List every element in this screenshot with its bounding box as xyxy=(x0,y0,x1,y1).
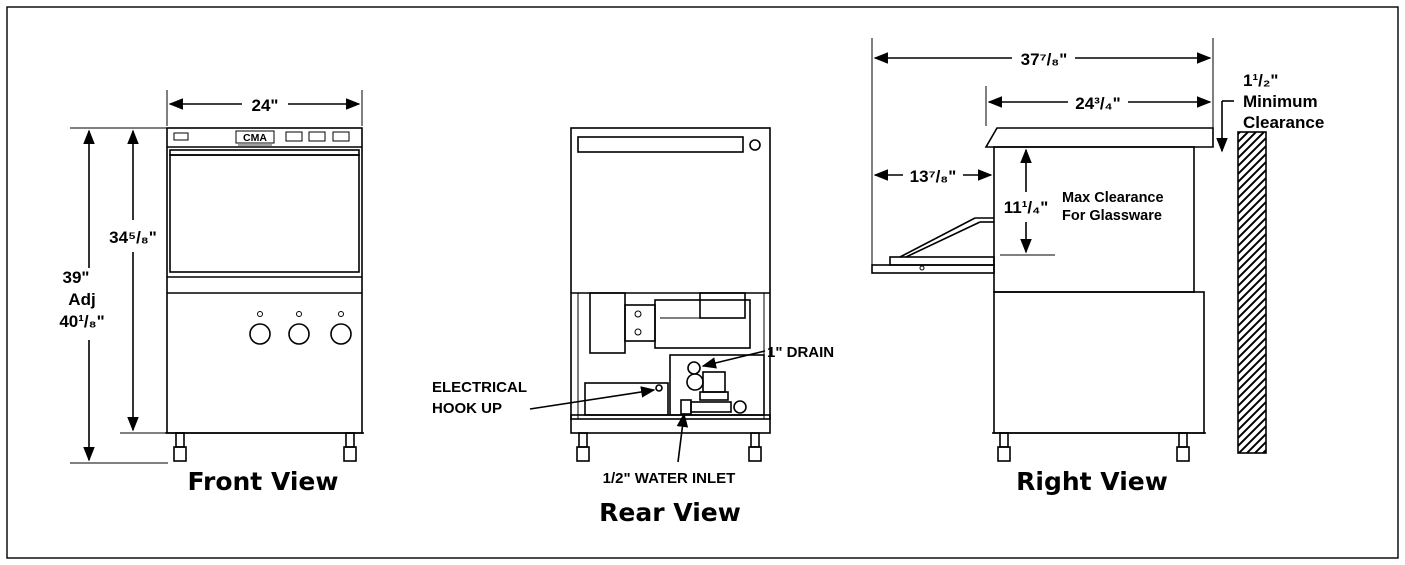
front-door-window xyxy=(169,154,360,273)
front-button-icon-2 xyxy=(308,131,326,142)
right-leg-right xyxy=(1178,432,1188,448)
rear-leg-left xyxy=(578,432,588,448)
rear-motor-icon xyxy=(589,292,751,354)
front-body-outline xyxy=(166,127,363,434)
rear-electrical-hookup-icon xyxy=(655,384,663,392)
right-leg-left xyxy=(999,432,1009,448)
front-knob-icon-2 xyxy=(288,323,310,345)
front-knob-dot-1 xyxy=(257,311,263,317)
rear-leg-right xyxy=(750,432,760,448)
front-leg-right xyxy=(345,432,355,448)
rear-view: 1" DRAIN ELECTRICAL HOOK UP 1/2" WATER I… xyxy=(432,127,834,527)
front-view: 24" CMA xyxy=(59,90,364,496)
rear-drain-compartment xyxy=(669,354,765,416)
rear-electrical-leader xyxy=(529,386,656,410)
right-overall-depth-label: 37⁷/₈" xyxy=(1021,50,1068,69)
rear-water-inlet-icon xyxy=(680,399,692,415)
front-button-icon-3 xyxy=(332,131,350,142)
front-knob-icon-3 xyxy=(330,323,352,345)
front-knob-dot-3 xyxy=(338,311,344,317)
rear-water-inlet-label: 1/2" WATER INLET xyxy=(603,470,736,487)
rear-electrical-label-1: ELECTRICAL xyxy=(432,379,527,396)
front-knob-icon-1 xyxy=(249,323,271,345)
front-height-inner-label: 34⁵/₈" xyxy=(109,228,157,247)
wall-hatch xyxy=(1237,131,1267,454)
right-foot-left xyxy=(997,446,1011,462)
svg-text:CMA: CMA xyxy=(243,132,267,144)
right-wall-clearance-label-1: Minimum xyxy=(1243,92,1318,111)
rear-drain-label: 1" DRAIN xyxy=(767,344,834,361)
front-height-outer-label-1: 39" xyxy=(63,268,90,287)
front-foot-left xyxy=(173,446,187,462)
rear-body-outline xyxy=(570,127,771,420)
front-leg-left xyxy=(175,432,185,448)
right-clearance-value-label: 11¹/₄" xyxy=(1004,198,1049,217)
rear-drain-leader xyxy=(701,350,766,369)
right-clearance-label-2: For Glassware xyxy=(1062,208,1162,224)
rear-pump-body xyxy=(702,371,726,393)
front-button-icon-1 xyxy=(285,131,303,142)
rear-inlet-valve-icon xyxy=(733,400,747,414)
front-foot-right xyxy=(343,446,357,462)
rear-electrical-label-2: HOOK UP xyxy=(432,400,502,417)
right-wall-clearance-value: 1¹/₂" xyxy=(1243,71,1278,90)
rear-top-fitting-icon xyxy=(749,139,761,151)
right-foot-right xyxy=(1176,446,1190,462)
rear-pump-base xyxy=(699,391,729,401)
right-wall-clearance-label-2: Clearance xyxy=(1243,113,1324,132)
right-open-door xyxy=(871,217,995,274)
rear-drain-icon xyxy=(687,361,701,375)
rear-base xyxy=(570,414,771,434)
rear-top-vent xyxy=(577,136,744,153)
rear-view-title: Rear View xyxy=(599,498,741,527)
rear-foot-left xyxy=(576,446,590,462)
right-view-title: Right View xyxy=(1016,467,1168,496)
rear-inlet-pipe xyxy=(690,401,732,413)
front-height-outer-label-3: 40¹/₈" xyxy=(59,312,104,331)
right-clearance-label-1: Max Clearance xyxy=(1062,190,1164,206)
front-indicator-icon xyxy=(173,132,189,141)
cma-logo: CMA xyxy=(235,130,275,146)
front-height-outer-label-2: Adj xyxy=(68,290,95,309)
rear-pump-icon xyxy=(686,373,704,391)
rear-water-inlet-leader xyxy=(676,412,689,463)
right-view: 37⁷/₈" 24³/₄" 13⁷/₈" xyxy=(871,38,1324,496)
page-frame xyxy=(6,6,1399,559)
front-width-label: 24" xyxy=(252,96,279,115)
right-lower-body xyxy=(993,291,1205,434)
right-body-depth-label: 24³/₄" xyxy=(1075,94,1120,113)
front-view-title: Front View xyxy=(188,467,339,496)
front-knob-dot-2 xyxy=(296,311,302,317)
right-top-lid xyxy=(984,127,1214,148)
rear-foot-right xyxy=(748,446,762,462)
right-door-extension-label: 13⁷/₈" xyxy=(910,167,957,186)
